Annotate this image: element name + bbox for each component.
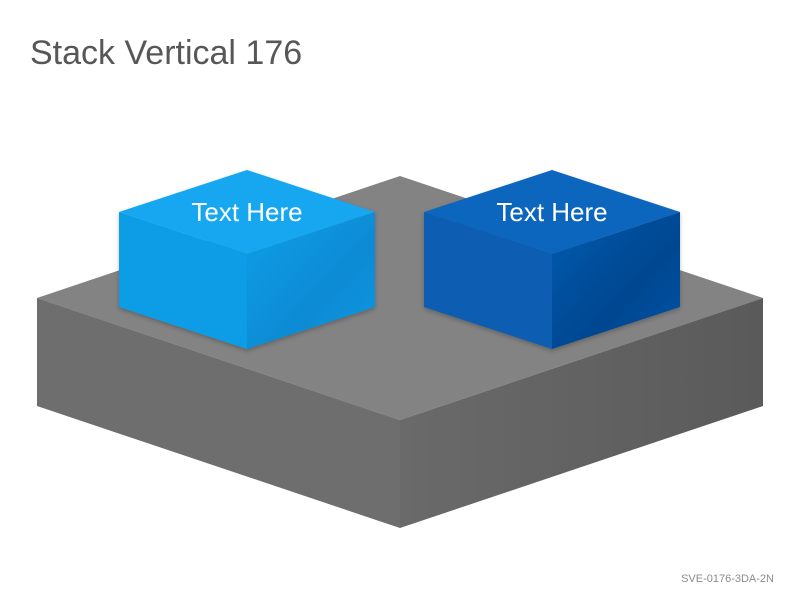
box2-right-face — [552, 212, 680, 349]
box1-label[interactable]: Text Here — [191, 197, 302, 227]
box2-label[interactable]: Text Here — [496, 197, 607, 227]
box-dark-blue[interactable] — [424, 170, 680, 349]
box2-left-face — [424, 212, 552, 349]
base-left-face — [37, 298, 400, 528]
box1-right-face — [247, 212, 375, 349]
box-light-blue[interactable] — [119, 170, 375, 349]
base-right-face — [400, 298, 763, 528]
slide-title: Stack Vertical 176 — [30, 34, 303, 72]
box1-left-face — [119, 212, 247, 349]
slide-code: SVE-0176-3DA-2N — [681, 573, 774, 585]
